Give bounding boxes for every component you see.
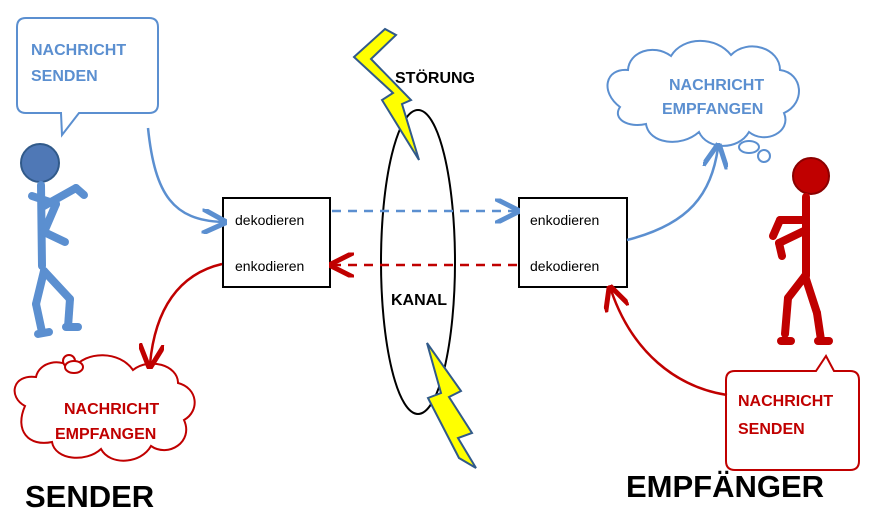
sender-speech-line-1: NACHRICHT [31,42,127,59]
receiver-speech-to-box-arrow [611,290,728,397]
receiver-speech-line-2: SENDEN [738,421,805,438]
receiver-thought-line-1: NACHRICHT [669,77,765,94]
receiver-title: EMPFÄNGER [626,469,825,504]
receiver-box-top-label: enkodieren [530,212,600,228]
bottom-lightning-bolt [426,342,477,469]
sender-box-bottom-label: enkodieren [235,258,305,274]
receiver-thought-bubble [606,40,800,163]
receiver-speech-line-1: NACHRICHT [738,393,834,410]
sender-speech-bubble [16,17,159,138]
sender-speech-line-2: SENDEN [31,68,98,85]
receiver-box-bottom-label: dekodieren [530,258,600,274]
receiver-speech-bubble [725,354,860,471]
channel-ellipse [380,109,456,415]
sender-to-box-arrow [146,127,222,222]
sender-box-top-label: dekodieren [235,212,305,228]
channel-label: KANAL [391,292,447,309]
sender-thought-bubble [13,354,196,462]
sender-thought-line-1: NACHRICHT [64,401,160,418]
receiver-stick-figure [769,157,833,345]
box-to-sender-thought-arrow [150,262,223,364]
receiver-thought-line-2: EMPFANGEN [662,101,764,118]
sender-stick-figure [20,143,88,338]
top-lightning-bolt [352,27,420,161]
sender-thought-line-2: EMPFANGEN [55,426,157,443]
noise-label: STÖRUNG [395,70,475,87]
sender-coder-box [222,197,331,288]
receiver-coder-box [518,197,628,288]
sender-title: SENDER [25,479,155,514]
box-to-receiver-thought-arrow [626,148,718,242]
